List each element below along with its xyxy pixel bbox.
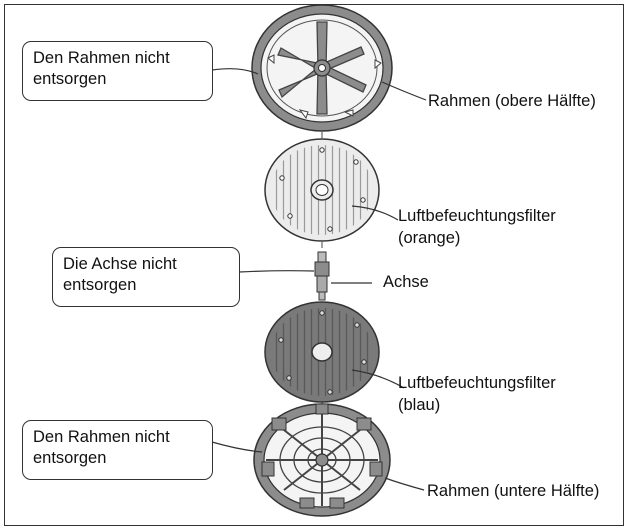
callout-axle: Die Achse nicht entsorgen [52,247,240,307]
leader-lines [211,68,427,491]
filter-blue [264,301,380,403]
axle [314,251,330,301]
label-filter-orange-line2: (orange) [398,229,461,247]
label-frame-upper: Rahmen (obere Hälfte) [428,92,596,110]
label-filter-orange-line1: Luftbefeuchtungsfilter [398,207,556,225]
frame-lower-half [253,403,391,517]
label-filter-blue-line2: (blau) [398,396,441,414]
callout-frame-bottom-line2: entsorgen [33,449,107,467]
callout-axle-line2: entsorgen [63,276,137,294]
callout-frame-top-line2: entsorgen [33,70,107,88]
label-axle: Achse [383,273,429,291]
callout-frame-bottom: Den Rahmen nicht entsorgen [22,420,213,480]
frame-upper-half [251,4,393,132]
callout-axle-line1: Die Achse nicht [63,255,177,273]
callout-frame-top-line1: Den Rahmen nicht [33,49,170,67]
label-frame-lower: Rahmen (untere Hälfte) [427,482,600,500]
callout-frame-top: Den Rahmen nicht entsorgen [22,41,213,101]
filter-orange [264,138,380,242]
callout-frame-bottom-line1: Den Rahmen nicht [33,428,170,446]
label-filter-blue-line1: Luftbefeuchtungsfilter [398,374,556,392]
